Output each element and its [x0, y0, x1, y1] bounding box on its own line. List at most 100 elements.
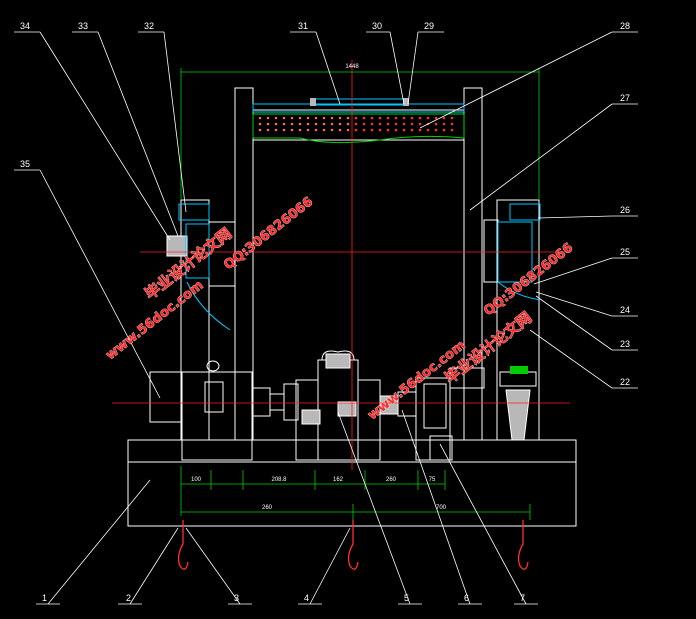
dim-label: 260 — [386, 477, 397, 483]
hatch-dot — [314, 122, 318, 126]
hatch-dot — [402, 122, 406, 126]
part-number: 30 — [372, 21, 382, 31]
part-number: 31 — [298, 21, 308, 31]
hatch-dot — [386, 122, 390, 126]
hatch-dot — [346, 116, 350, 120]
dimension-labels: 1448 100 208.8 162 260 75 260 700 — [191, 64, 447, 511]
hatch-dot — [282, 116, 286, 120]
hatch-dot — [298, 128, 302, 132]
hatch-dot — [362, 116, 366, 120]
hatch-dot — [378, 128, 382, 132]
hatch-dot — [426, 116, 430, 120]
hatch-dot — [322, 122, 326, 126]
hatch-dot — [290, 116, 294, 120]
part-number-labels: 34 33 32 31 30 29 28 27 26 25 24 23 22 3… — [20, 21, 630, 603]
hatch-dot — [338, 116, 342, 120]
dim-label: 100 — [191, 477, 202, 483]
hatch-dot — [258, 122, 262, 126]
hatch-dot — [378, 116, 382, 120]
part-number: 26 — [620, 205, 630, 215]
hatch-dot — [330, 116, 334, 120]
hatch-dot — [306, 122, 310, 126]
part-number: 34 — [20, 21, 30, 31]
leader-lines — [14, 31, 638, 605]
hatch-dot — [282, 128, 286, 132]
part-number: 4 — [304, 593, 309, 603]
hatch-dot — [370, 128, 374, 132]
hatch-dot — [314, 116, 318, 120]
hatch-dot — [442, 128, 446, 132]
hatch-dot — [258, 128, 262, 132]
dim-overall-width: 1448 — [345, 64, 359, 70]
hatch-dot — [450, 128, 454, 132]
hatch-dot — [306, 128, 310, 132]
hatch-dot — [394, 128, 398, 132]
hatch-dot — [362, 128, 366, 132]
hatch-dot — [338, 128, 342, 132]
hatch-dot — [354, 128, 358, 132]
hatch-dot — [370, 122, 374, 126]
hatch-dot — [274, 116, 278, 120]
part-number: 1 — [42, 593, 47, 603]
hatch-dot — [362, 122, 366, 126]
hatch-dot — [338, 122, 342, 126]
part-number: 35 — [20, 159, 30, 169]
part-number: 28 — [620, 21, 630, 31]
hatch-dot — [322, 116, 326, 120]
hatch-dot — [402, 116, 406, 120]
hatch-dot — [274, 128, 278, 132]
hatch-dot — [426, 128, 430, 132]
hatch-dot — [298, 122, 302, 126]
dim-label: 260 — [262, 505, 273, 511]
hatch-dot — [290, 122, 294, 126]
part-number: 25 — [620, 247, 630, 257]
part-number: 27 — [620, 93, 630, 103]
part-number: 29 — [424, 21, 434, 31]
part-number: 24 — [620, 305, 630, 315]
hatch-dot — [442, 116, 446, 120]
hatch-dot — [434, 128, 438, 132]
part-number: 2 — [126, 593, 131, 603]
hatch-dot — [346, 128, 350, 132]
hatch-dot — [322, 128, 326, 132]
hatch-dot — [434, 116, 438, 120]
hatch-dot — [354, 122, 358, 126]
hatch-dot — [410, 122, 414, 126]
dim-label: 162 — [333, 477, 344, 483]
part-number: 22 — [620, 377, 630, 387]
hatch-dot — [442, 122, 446, 126]
hatch-dot — [330, 128, 334, 132]
hatch-dot — [450, 116, 454, 120]
hatch-dot — [330, 122, 334, 126]
hatch-dot — [418, 116, 422, 120]
hatch-dot — [370, 116, 374, 120]
hatch-dot — [418, 122, 422, 126]
hatch-dot — [410, 128, 414, 132]
hatch-dot — [266, 116, 270, 120]
hatch-dot — [450, 122, 454, 126]
center-gearbox — [295, 350, 417, 461]
hatch-dot — [266, 128, 270, 132]
hatch-dot — [386, 116, 390, 120]
hatch-dot — [282, 122, 286, 126]
hatch-dot — [394, 122, 398, 126]
part-number: 23 — [620, 339, 630, 349]
part-number: 5 — [404, 593, 409, 603]
dimension-lines — [180, 68, 540, 520]
part-number: 6 — [464, 593, 469, 603]
hatch-dot — [306, 116, 310, 120]
part-number: 33 — [78, 21, 88, 31]
part-number: 32 — [144, 21, 154, 31]
hatch-dot — [266, 122, 270, 126]
center-lines — [112, 60, 570, 470]
top-beam-hatch — [258, 116, 454, 132]
lifting-hooks — [177, 520, 529, 570]
hatch-dot — [434, 122, 438, 126]
hatch-dot — [290, 128, 294, 132]
hatch-dot — [274, 122, 278, 126]
right-bearing-block — [483, 203, 541, 301]
top-beam — [252, 98, 465, 144]
hatch-dot — [346, 122, 350, 126]
